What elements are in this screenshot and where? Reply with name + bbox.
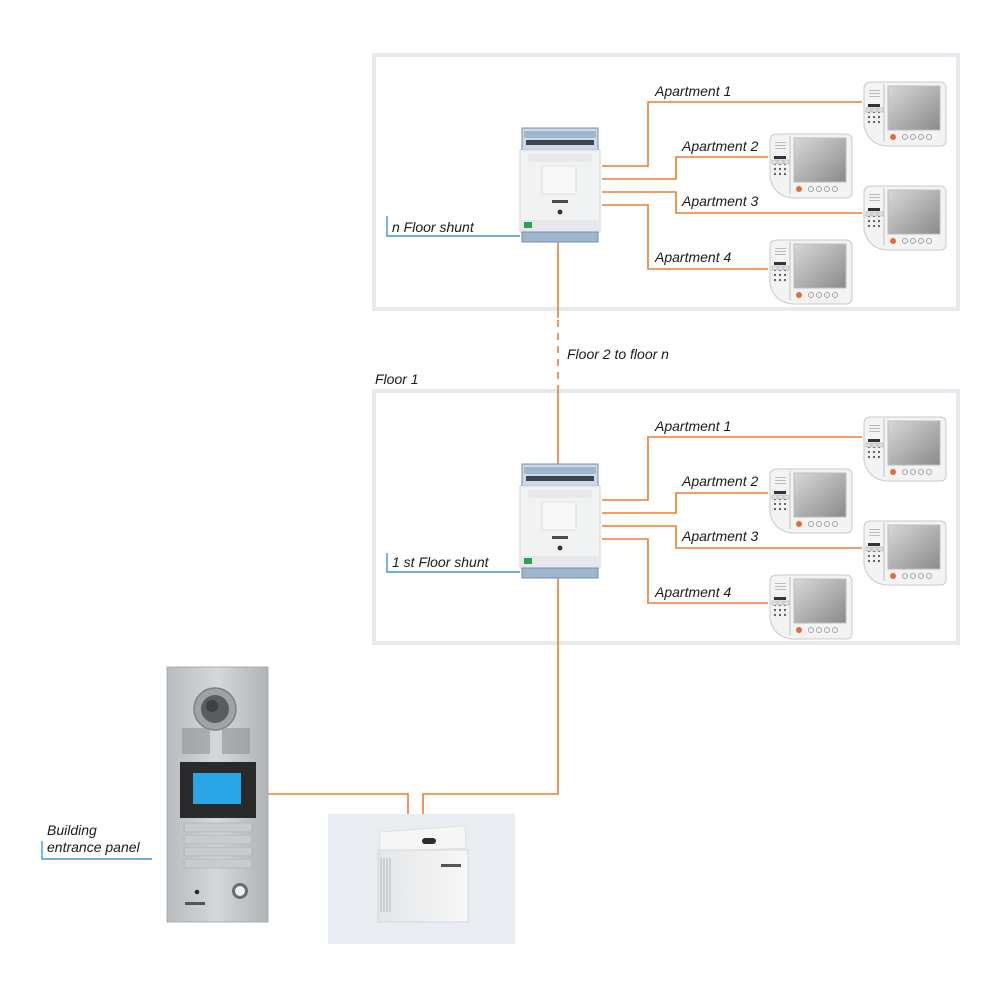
floor-1-apt-3-label: Apartment 3 [681, 528, 758, 544]
floor-n-apt-2-label: Apartment 2 [681, 138, 758, 154]
floor-1-box [372, 389, 960, 645]
riser-label: Floor 2 to floor n [567, 346, 669, 362]
floor-1-apt-2-label: Apartment 2 [681, 473, 758, 489]
floor-n-shunt-label: n Floor shunt [392, 219, 475, 235]
floor-n-wiring [386, 101, 862, 270]
floor-1-apt-1-label: Apartment 1 [654, 418, 731, 434]
floor-1-apt-3-videophone [863, 520, 947, 586]
wire-floor-n-apt-2 [602, 156, 768, 180]
floor-1-apt-1-videophone [863, 416, 947, 482]
floor-n-apt-1-label: Apartment 1 [654, 83, 731, 99]
callout-floor-1-shunt [386, 553, 520, 573]
wire-floor-n-apt-3 [602, 191, 862, 214]
entrance-panel-label-line-1: Building [47, 822, 97, 838]
floor-n-apt-3-label: Apartment 3 [681, 193, 758, 209]
floor-1-shunt [519, 463, 601, 579]
wire-floor-1-apt-1 [602, 436, 862, 501]
floor-1-apt-4-label: Apartment 4 [654, 584, 731, 600]
floor-1-apt-4-videophone [769, 574, 853, 640]
callout-entrance-panel [41, 841, 152, 860]
building-entrance-panel [166, 666, 269, 923]
callout-floor-n-shunt [386, 216, 520, 237]
floor-1-shunt-label: 1 st Floor shunt [392, 554, 490, 570]
floor-1-apt-2-videophone [769, 468, 853, 534]
wire-floor-1-apt-2 [602, 492, 768, 514]
floor-1-wiring [386, 436, 862, 604]
floor-1-title: Floor 1 [375, 371, 419, 387]
wire-floor-1-apt-4 [602, 538, 768, 604]
floor-n-apt-1-videophone [863, 81, 947, 147]
entrance-panel-label-line-2: entrance panel [47, 839, 141, 855]
floor-n-apt-3-videophone [863, 185, 947, 251]
wire-floor-1-apt-3 [602, 525, 862, 549]
wire-floor-n-apt-1 [602, 101, 862, 167]
floor-n-apt-4-videophone [769, 239, 853, 305]
power-supply [328, 814, 515, 944]
floor-n-shunt [519, 127, 601, 243]
floor-n-box [372, 53, 960, 311]
floor-n-apt-2-videophone [769, 133, 853, 199]
wire-floor-n-apt-4 [602, 204, 768, 270]
floor-n-apt-4-label: Apartment 4 [654, 249, 731, 265]
